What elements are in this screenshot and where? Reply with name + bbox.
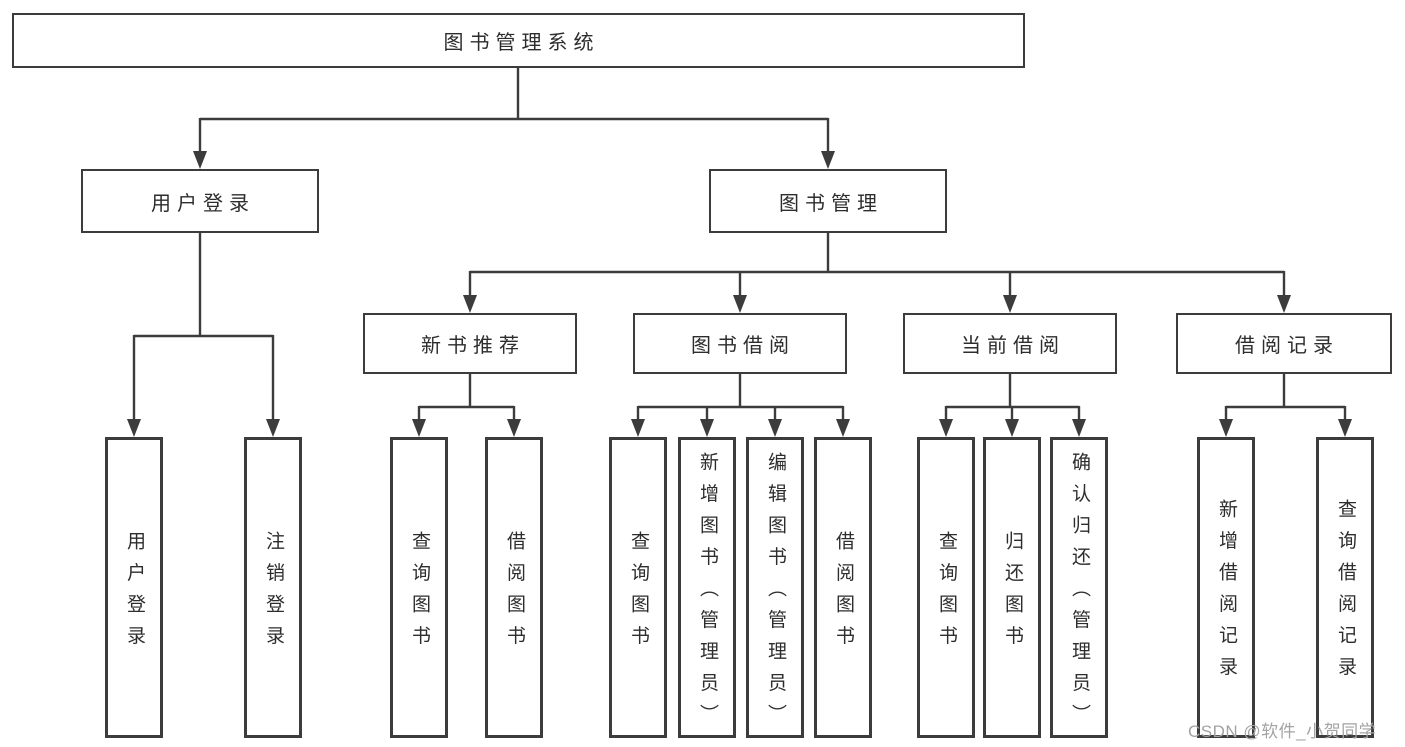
node-label: 借阅图书 [833, 530, 854, 657]
node-label: 图书借阅 [691, 335, 795, 357]
leaf-add-borrow-record: 新增借阅记录 [1197, 437, 1255, 738]
node-borrowing-records: 借阅记录 [1176, 313, 1392, 374]
node-current-borrowing: 当前借阅 [903, 313, 1117, 374]
node-label: 确认归还（管理员） [1069, 452, 1090, 736]
node-book-borrowing: 图书借阅 [633, 313, 847, 374]
leaf-borrow-books-recommend: 借阅图书 [485, 437, 543, 738]
leaf-user-login: 用户登录 [105, 437, 163, 738]
leaf-add-book-admin: 新增图书（管理员） [678, 437, 736, 738]
node-label: 查询图书 [409, 530, 430, 657]
node-label: 新增图书（管理员） [697, 452, 718, 736]
node-label: 归还图书 [1002, 530, 1023, 657]
node-label: 借阅图书 [504, 530, 525, 657]
node-label: 注销登录 [263, 530, 284, 657]
node-root: 图书管理系统 [12, 13, 1025, 68]
leaf-query-borrow-record: 查询借阅记录 [1316, 437, 1374, 738]
leaf-edit-book-admin: 编辑图书（管理员） [746, 437, 804, 738]
leaf-query-books-current: 查询图书 [917, 437, 975, 738]
leaf-confirm-return-admin: 确认归还（管理员） [1050, 437, 1108, 738]
node-label: 查询图书 [936, 530, 957, 657]
node-label: 借阅记录 [1235, 335, 1339, 357]
node-new-book-recommend: 新书推荐 [363, 313, 577, 374]
node-label: 编辑图书（管理员） [765, 452, 786, 736]
leaf-query-books-borrowing: 查询图书 [609, 437, 667, 738]
leaf-borrow-books: 借阅图书 [814, 437, 872, 738]
leaf-query-books-recommend: 查询图书 [390, 437, 448, 738]
node-user-login: 用户登录 [81, 169, 319, 233]
node-label: 查询图书 [628, 530, 649, 657]
node-book-management: 图书管理 [709, 169, 947, 233]
csdn-watermark: CSDN @软件_小贺同学 [1188, 722, 1377, 741]
node-label: 图书管理系统 [443, 32, 600, 54]
node-label: 当前借阅 [961, 335, 1065, 357]
node-label: 用户登录 [124, 530, 145, 657]
leaf-logout: 注销登录 [244, 437, 302, 738]
node-label: 新书推荐 [421, 335, 525, 357]
node-label: 用户登录 [151, 192, 255, 215]
node-label: 查询借阅记录 [1335, 499, 1356, 689]
leaf-return-books: 归还图书 [983, 437, 1041, 738]
node-label: 新增借阅记录 [1216, 499, 1237, 689]
node-label: 图书管理 [779, 192, 883, 215]
